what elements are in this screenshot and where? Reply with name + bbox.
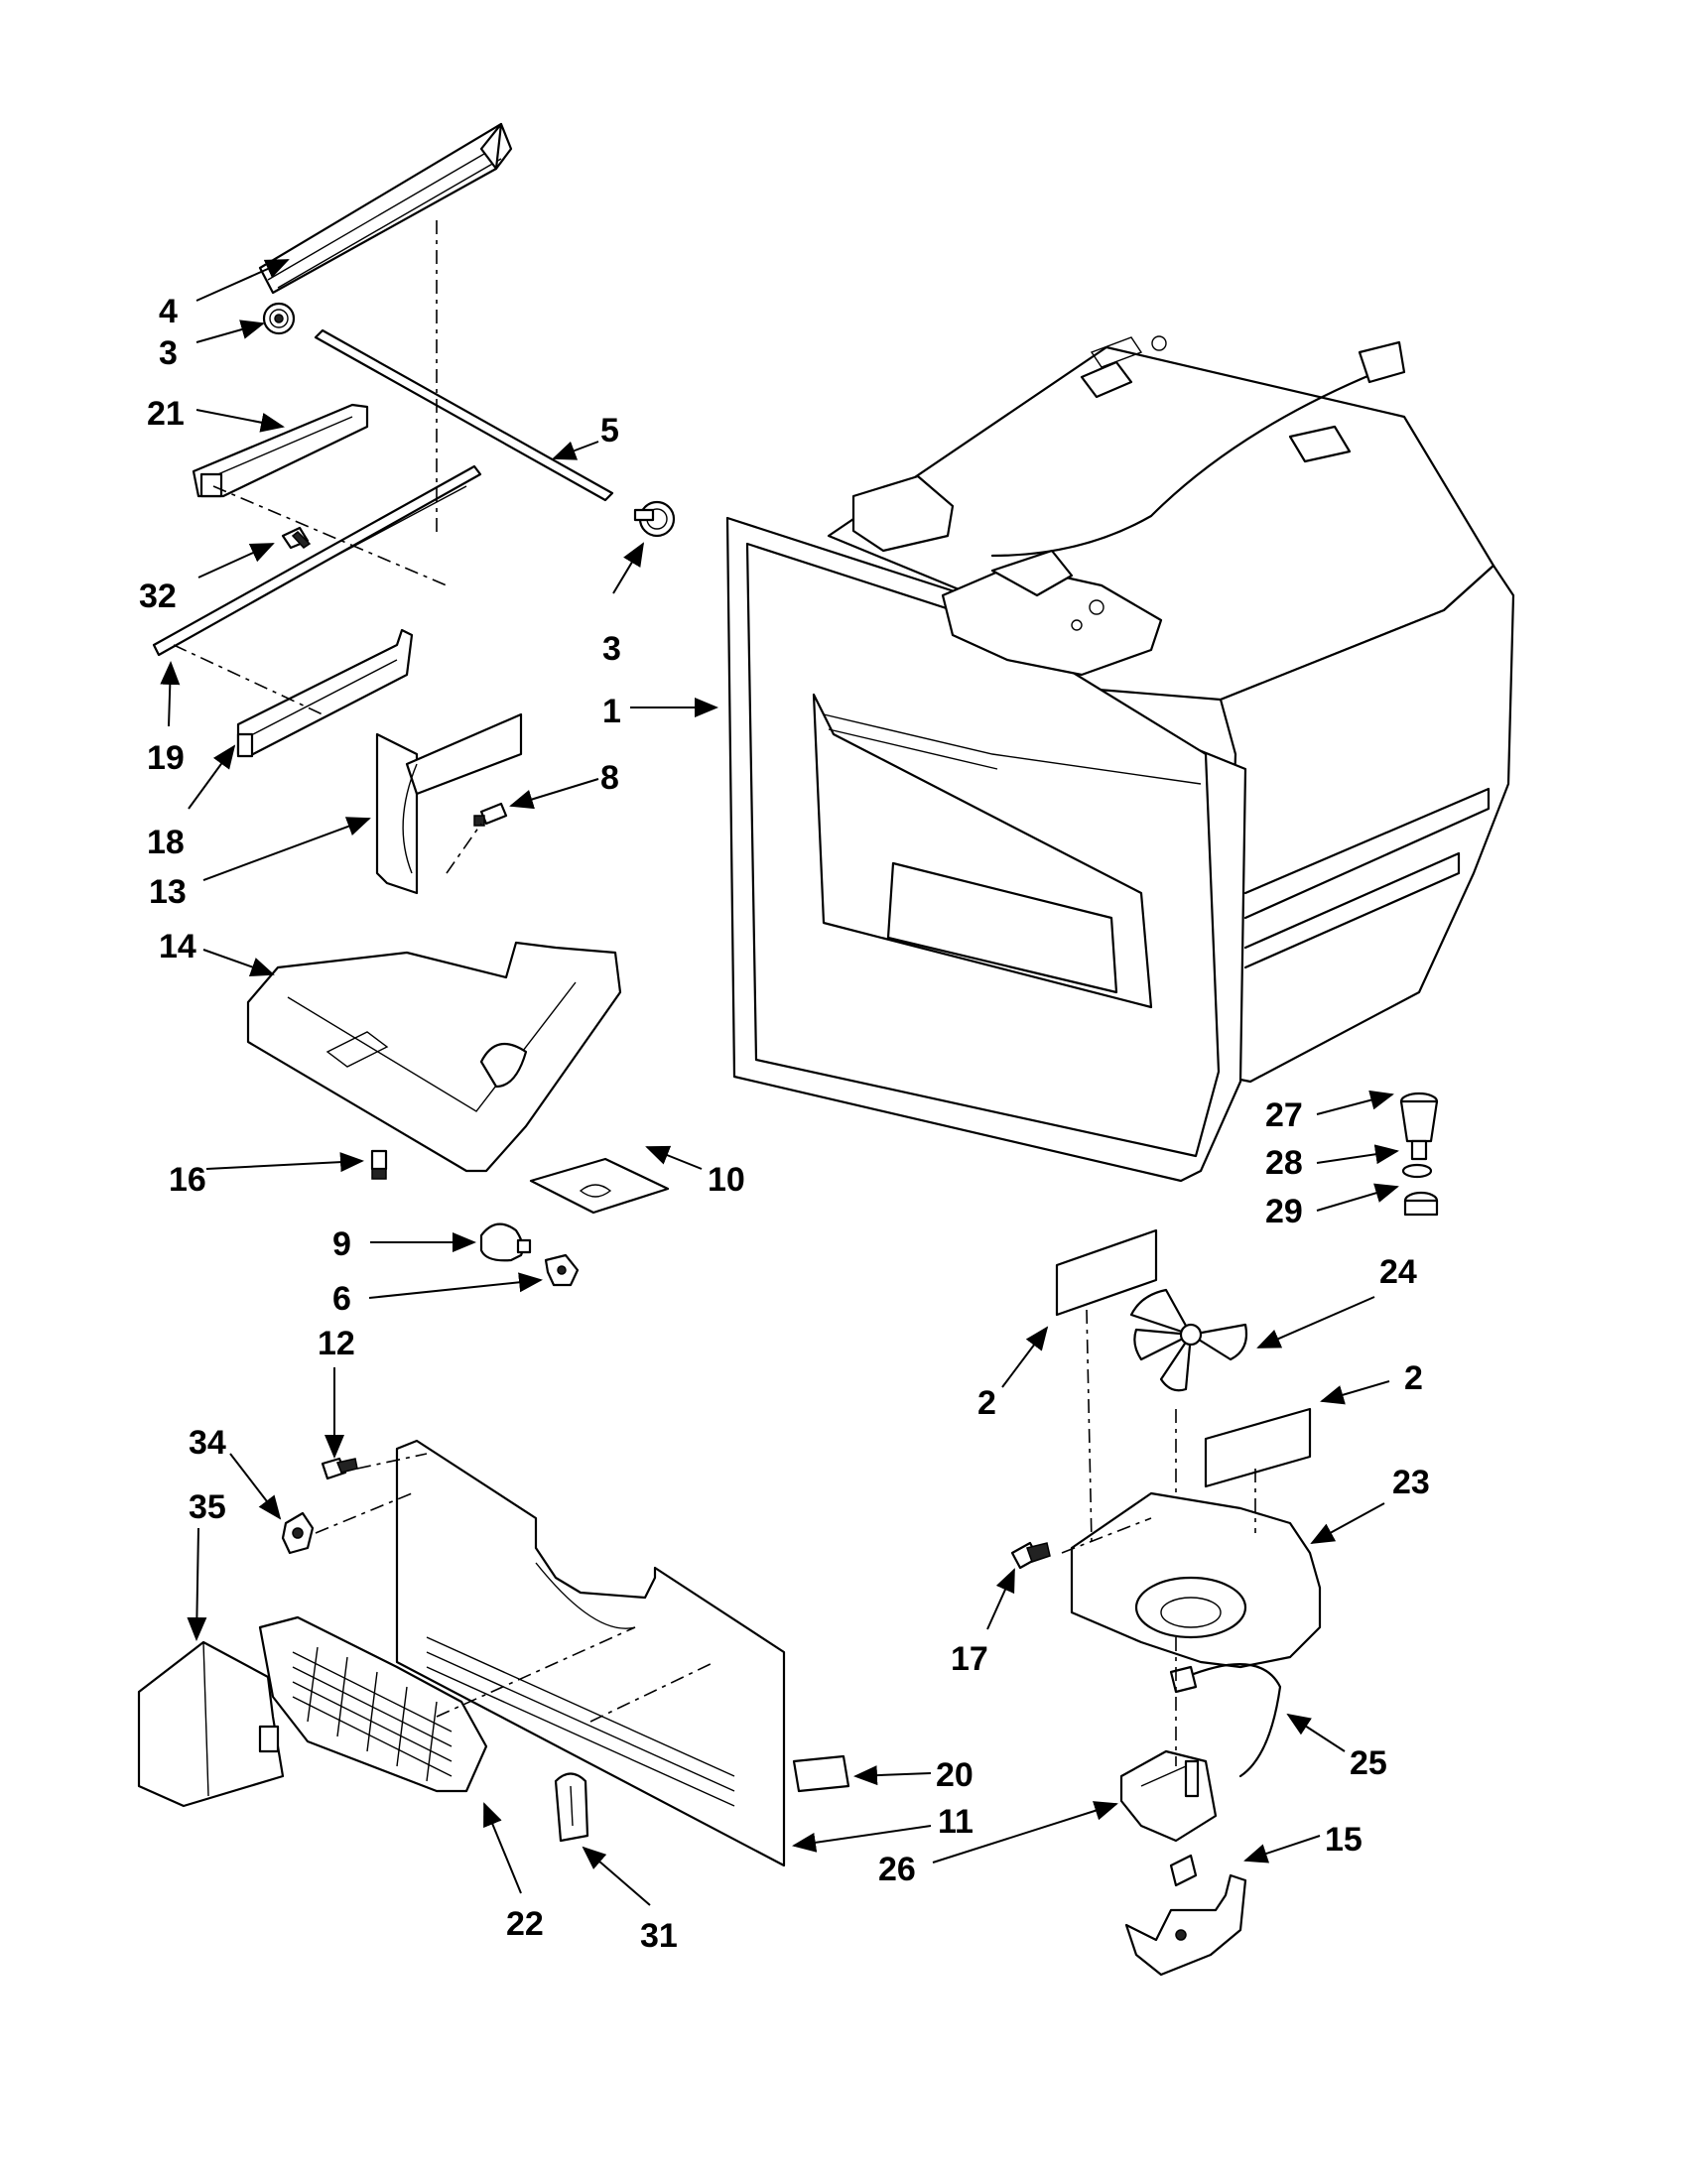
tray-part-14 [246, 941, 622, 1173]
callout-17: 17 [951, 1640, 988, 1678]
film-part-10 [529, 1157, 670, 1215]
callout-5: 5 [600, 412, 619, 450]
vent-slots [426, 1636, 735, 1807]
bracket-part-18 [236, 628, 414, 758]
callout-18: 18 [147, 824, 185, 861]
callout-12: 12 [318, 1325, 355, 1362]
slide-rail-part-4 [258, 122, 513, 295]
leader-arrows [160, 259, 1399, 1906]
grille-mesh [292, 1646, 453, 1782]
callout-26: 26 [878, 1851, 916, 1888]
screw-part-12 [321, 1457, 358, 1480]
callout-6: 6 [332, 1280, 351, 1318]
fan-blade-part-24 [1129, 1288, 1248, 1392]
callout-27: 27 [1265, 1096, 1303, 1134]
callout-20: 20 [936, 1756, 974, 1794]
callout-35: 35 [189, 1488, 226, 1526]
callout-3: 3 [159, 334, 178, 372]
pad-part-2-upper [1055, 1228, 1158, 1317]
grommet-part-27 [1399, 1092, 1439, 1161]
strip-part-20 [792, 1754, 850, 1793]
washer-part-28 [1401, 1163, 1433, 1179]
wire-harness-part-25 [1169, 1663, 1282, 1778]
gear-part-3-upper [262, 302, 296, 335]
callout-2b: 2 [1404, 1359, 1423, 1397]
screw-part-17 [1010, 1541, 1051, 1570]
rod-part-5 [314, 328, 614, 502]
callout-29: 29 [1265, 1193, 1303, 1230]
panel-part-13 [375, 712, 523, 895]
callout-24: 24 [1379, 1253, 1417, 1291]
callout-28: 28 [1265, 1144, 1303, 1182]
callout-22: 22 [506, 1905, 544, 1943]
callout-21: 21 [147, 395, 185, 433]
alignment-lines [173, 220, 1256, 1766]
cover-part-31 [554, 1772, 589, 1843]
callout-labels: 4 3 21 5 32 3 1 19 18 8 13 14 16 10 9 6 … [139, 293, 1430, 1955]
panel-part-11 [395, 1439, 786, 1867]
fan-motor-part-26 [1119, 1749, 1218, 1843]
callout-23: 23 [1392, 1464, 1430, 1501]
callout-1: 1 [602, 693, 621, 730]
callout-10: 10 [708, 1161, 745, 1199]
pad-part-2-lower [1204, 1407, 1312, 1488]
callout-25: 25 [1350, 1744, 1387, 1782]
clip-part-16 [370, 1149, 388, 1180]
bulb-part-9 [479, 1222, 532, 1262]
freezer-liner-part-1 [725, 335, 1515, 1183]
grille-part-22 [258, 1615, 488, 1793]
callout-9: 9 [332, 1225, 351, 1263]
callout-31: 31 [640, 1917, 678, 1955]
gear-part-3-lower [633, 500, 676, 538]
callout-19: 19 [147, 739, 185, 777]
rail-part-19 [152, 464, 482, 657]
motor-bracket-part-15 [1124, 1854, 1247, 1977]
callout-4: 4 [159, 293, 178, 330]
callout-11: 11 [938, 1803, 974, 1841]
screw-part-32 [281, 526, 312, 550]
clip-part-34 [281, 1511, 315, 1555]
callout-2a: 2 [977, 1384, 996, 1422]
callout-15: 15 [1325, 1821, 1363, 1859]
callout-32: 32 [139, 578, 177, 615]
callout-8: 8 [600, 759, 619, 797]
callout-13: 13 [149, 873, 187, 911]
cover-part-35 [137, 1640, 285, 1808]
callout-14: 14 [159, 928, 196, 965]
fan-shroud-part-23 [1070, 1491, 1322, 1669]
callout-34: 34 [189, 1424, 226, 1462]
bracket-part-21 [192, 403, 369, 498]
screw-part-8 [473, 802, 508, 827]
bushing-part-29 [1403, 1191, 1439, 1217]
socket-part-6 [544, 1253, 580, 1287]
callout-16: 16 [169, 1161, 206, 1199]
callout-3b: 3 [602, 630, 621, 668]
